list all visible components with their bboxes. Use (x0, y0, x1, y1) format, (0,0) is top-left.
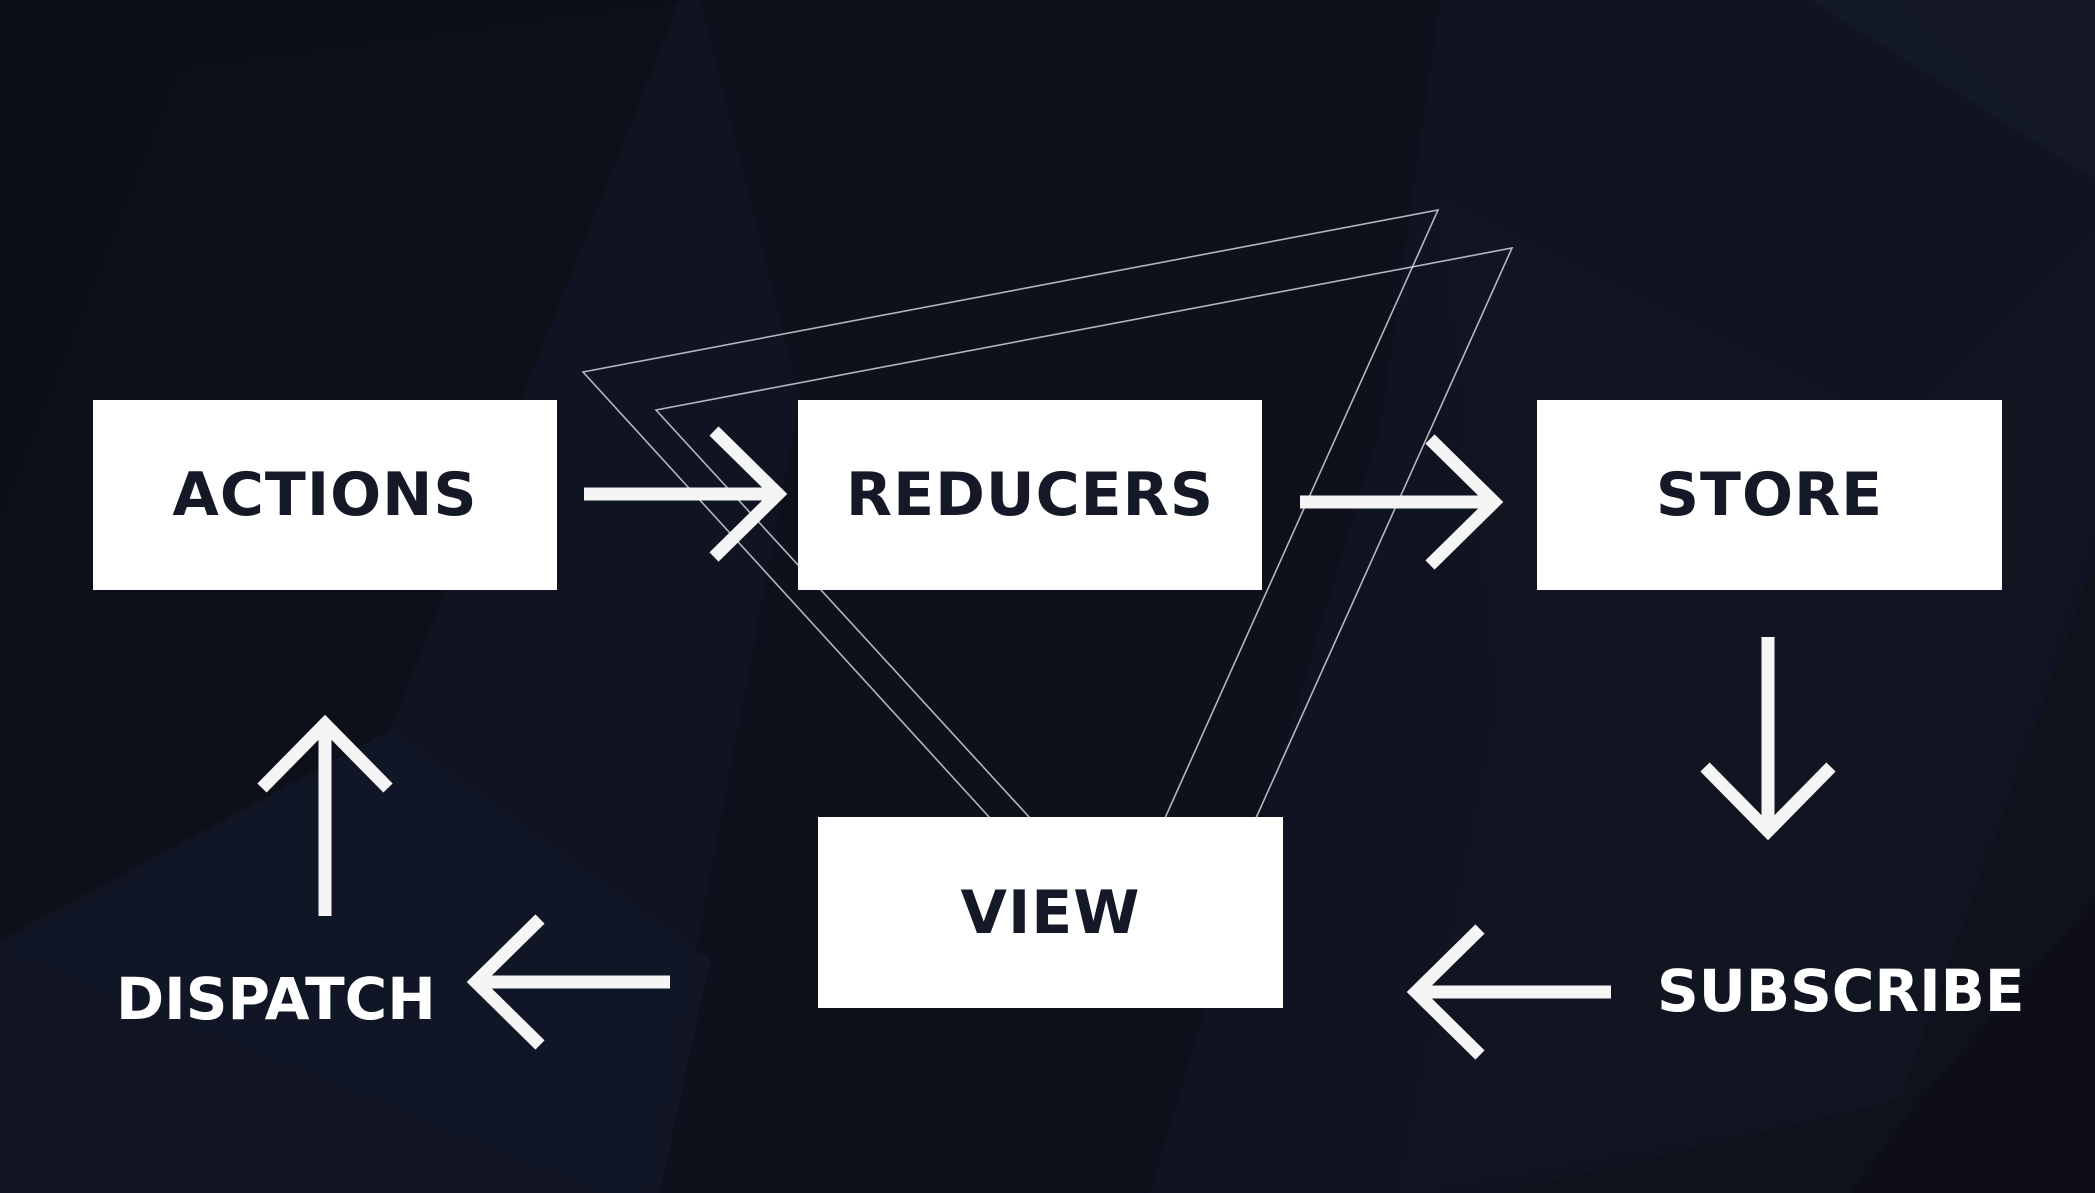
view-label: VIEW (960, 877, 1141, 948)
arrow-right-icon (1300, 434, 1504, 570)
arrow-left-icon (466, 914, 670, 1050)
outline-triangle-back (654, 246, 1514, 819)
view-node: VIEW (818, 817, 1283, 1008)
reducers-node: REDUCERS (798, 400, 1262, 590)
arrow-right-icon (584, 426, 788, 562)
actions-label: ACTIONS (172, 460, 478, 530)
outline-triangle-front (581, 208, 1440, 819)
store-node: STORE (1537, 400, 2002, 590)
actions-node: ACTIONS (93, 400, 557, 590)
subscribe-label: SUBSCRIBE (1657, 957, 2025, 1025)
arrow-up-icon (257, 714, 393, 916)
dispatch-label: DISPATCH (116, 965, 436, 1033)
reducers-label: REDUCERS (845, 460, 1215, 530)
arrow-down-icon (1700, 637, 1836, 841)
arrow-left-icon (1406, 924, 1611, 1060)
store-label: STORE (1655, 460, 1884, 530)
